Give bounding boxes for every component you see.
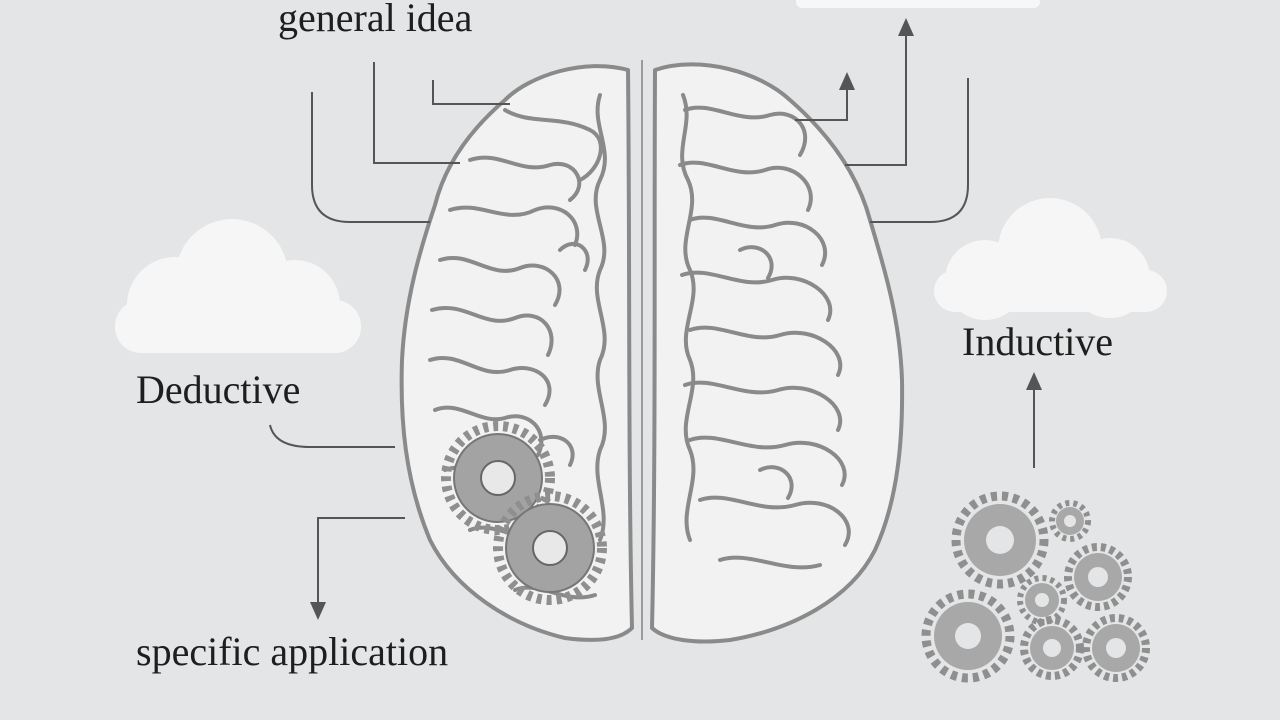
gear-icon (951, 491, 1049, 589)
gear-icon-large-left (441, 421, 555, 535)
left-connectors (269, 62, 510, 620)
brain-icon-right-hemisphere (650, 62, 905, 644)
gear-cluster (921, 491, 1150, 683)
gear-icon (1049, 500, 1091, 542)
gear-icon (1082, 614, 1150, 682)
general-idea-label: general idea (278, 0, 473, 40)
arrow-up-icon (795, 72, 855, 121)
arrow-up-icon (845, 18, 914, 166)
cloud-icon-left (115, 219, 361, 353)
gear-icon (1064, 543, 1132, 611)
deductive-label: Deductive (136, 367, 301, 412)
gear-icon-small-left (493, 491, 607, 605)
cloud-icon-right (934, 198, 1167, 320)
arrow-down-icon (310, 517, 405, 620)
gear-icon (1017, 575, 1067, 625)
right-connectors (795, 18, 1042, 468)
inductive-label: Inductive (962, 319, 1114, 364)
gear-icon (1020, 616, 1084, 680)
specific-application-label: specific application (136, 629, 449, 674)
gear-icon (921, 589, 1015, 683)
top-label-box (796, 0, 1040, 8)
